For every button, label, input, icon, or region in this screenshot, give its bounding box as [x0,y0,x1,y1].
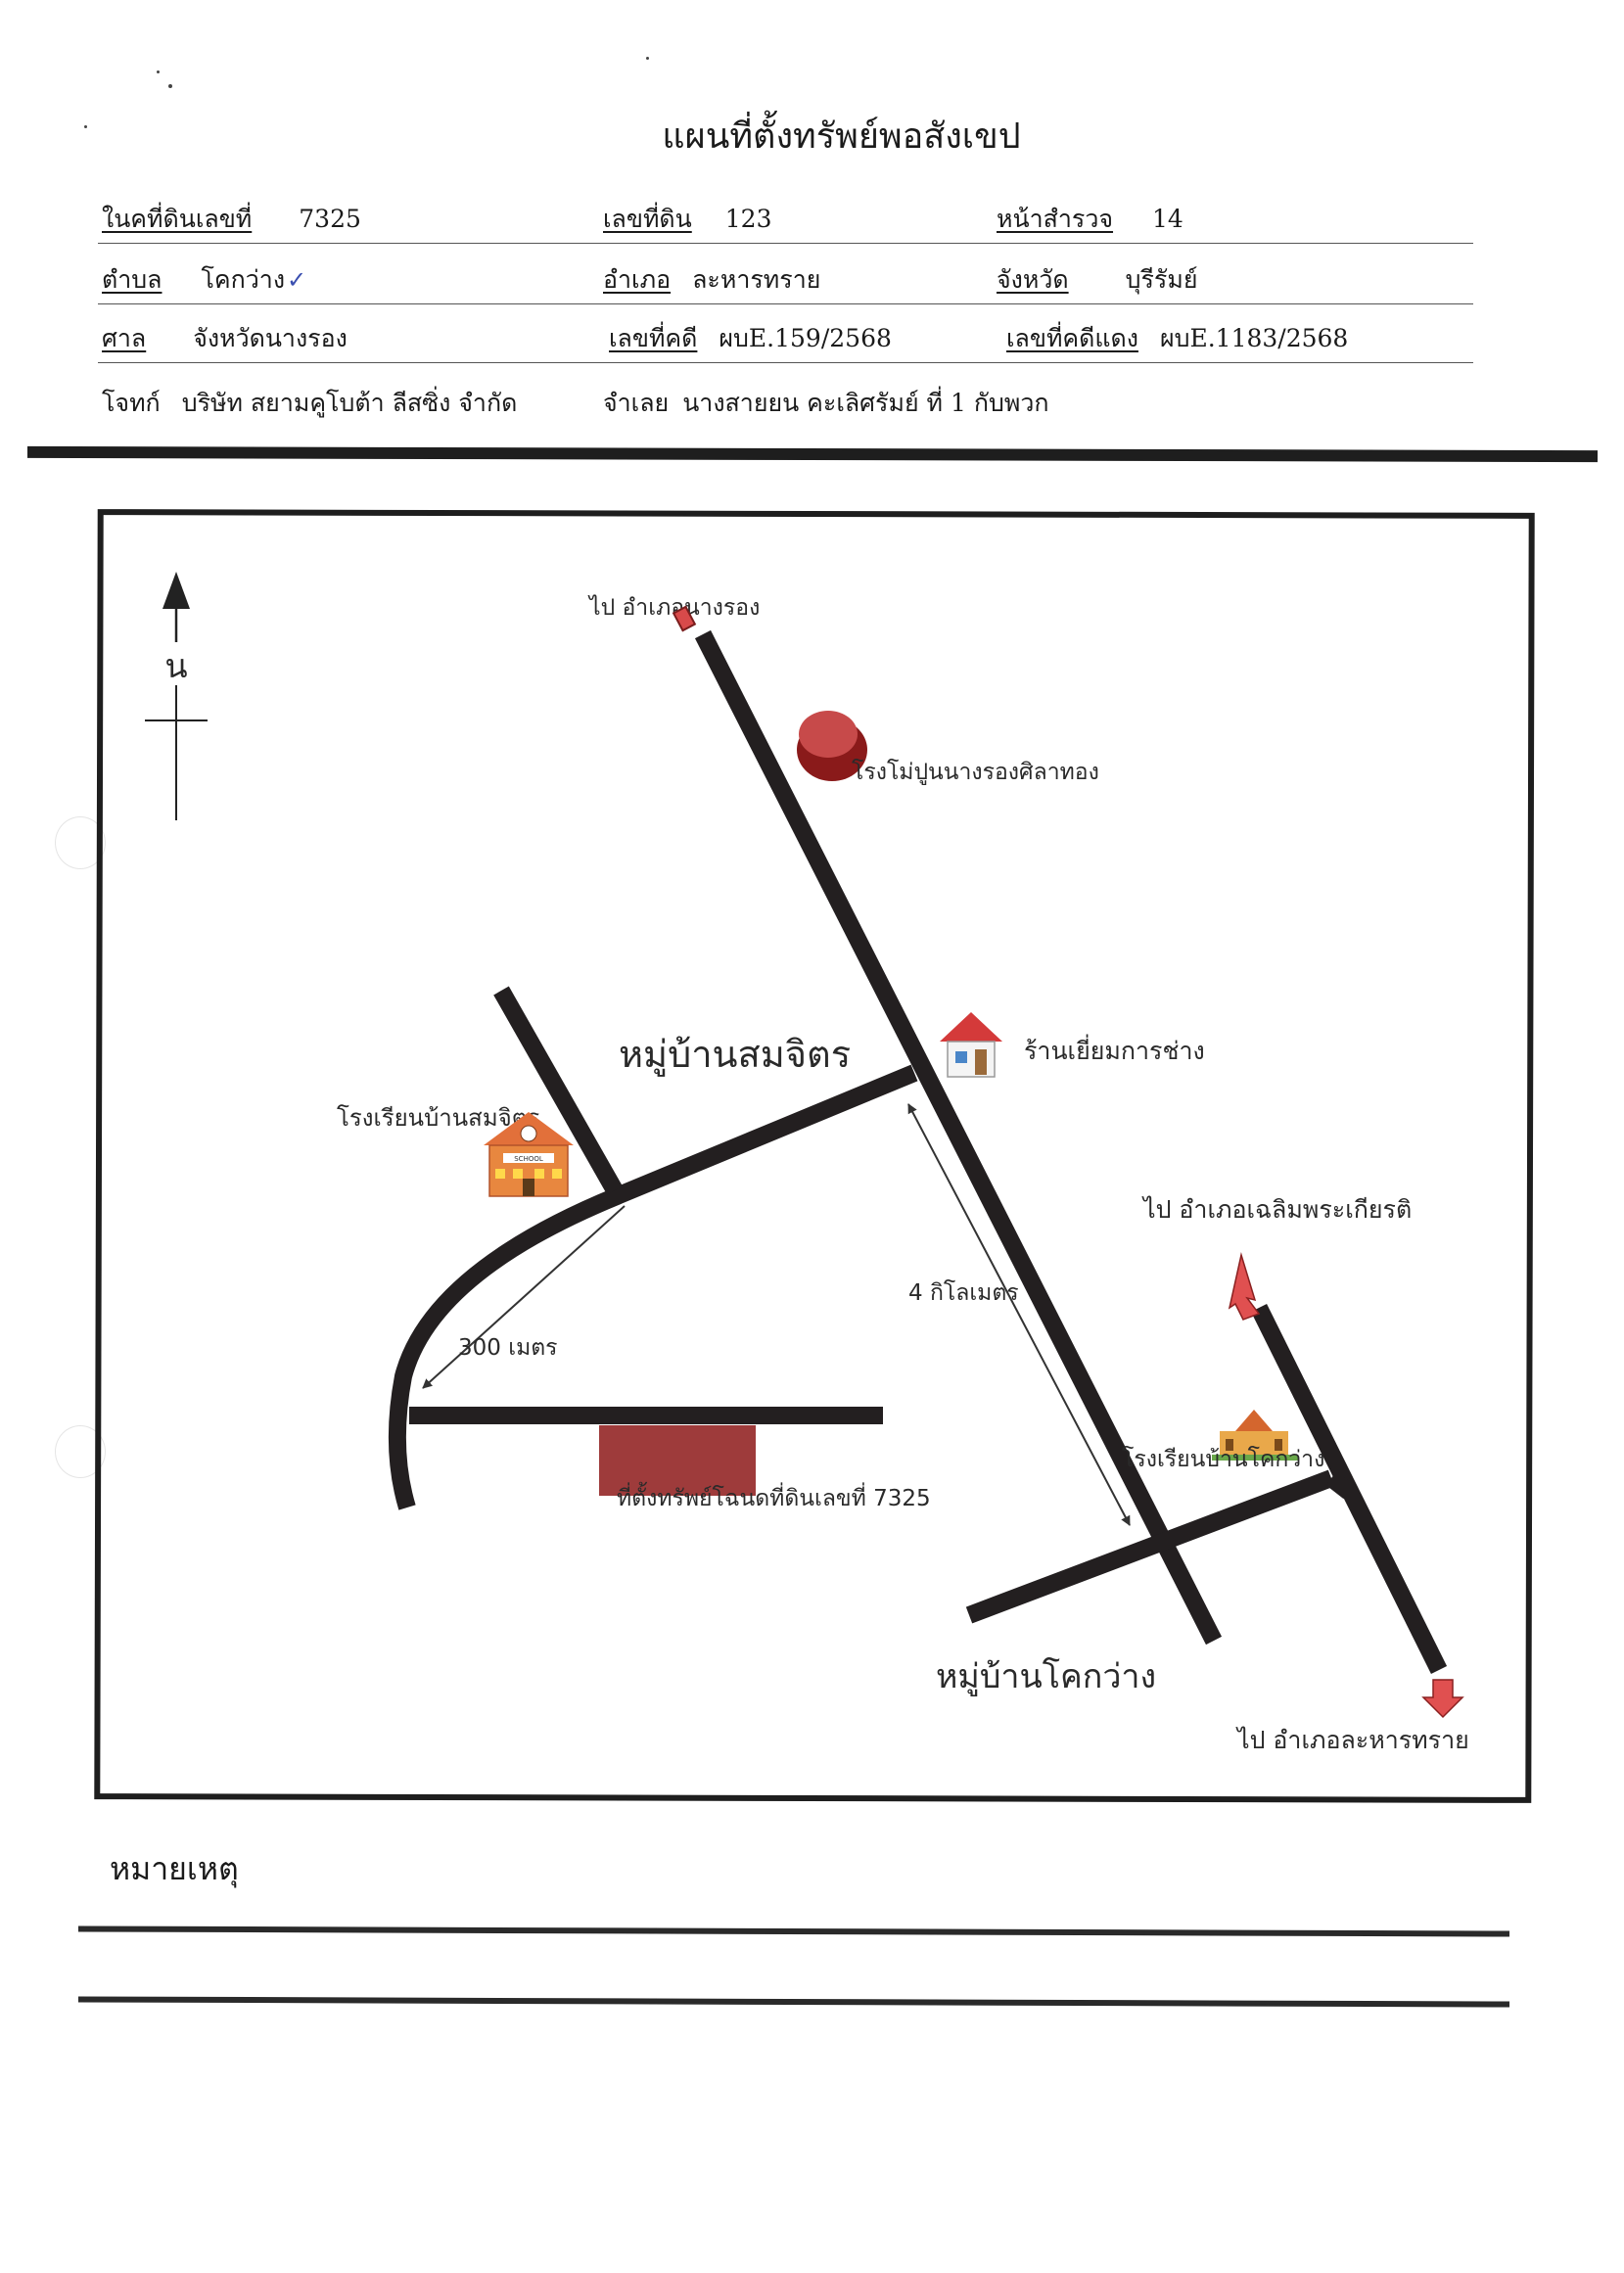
district-label: อำเภอ [603,265,672,294]
defendant-value: นางสายยน คะเลิศรัมย์ ที่ 1 กับพวก [682,389,1049,417]
distance-4km-arrow [907,1103,1131,1526]
property-marker [599,1425,756,1496]
road-somjit-curve [388,1064,918,1510]
distance-4km-label: 4 กิโลเมตร [908,1279,1019,1306]
shop-label: ร้านเยี่ยมการช่าง [1024,1034,1205,1065]
village-somjit-label: หมู่บ้านสมจิตร [619,1033,851,1077]
scan-speck [646,57,649,60]
defendant-label: จำเลย [603,389,670,417]
north-label: น [164,647,187,686]
school-icon: SCHOOL [484,1112,574,1197]
village-khokwang-label: หมู่บ้านโคกว่าง [936,1657,1156,1696]
remarks-label: หมายเหตุ [110,1850,239,1887]
plaintiff-label: โจทก์ [102,389,161,417]
to-nangrong-marker-icon [672,605,697,632]
punch-hole [55,1425,106,1478]
plaintiff-value: บริษัท สยามคูโบต้า ลีสซิ่ง จำกัด [181,389,518,417]
document-title: แผนที่ตั้งทรัพย์พอสังเขป [662,116,1021,157]
road-khokwang-bend [1325,1470,1355,1500]
survey-label: หน้าสำรวจ [997,205,1114,233]
court-label: ศาล [102,324,147,352]
cement-factory-label: โรงโม่ปูนนางรองศิลาทอง [852,759,1099,785]
to-nangrong-label: ไป อำเภอนางรอง [587,594,760,621]
arrow-up-icon [1228,1252,1261,1321]
field-row-court: ศาล จังหวัดนางรอง เลขที่คดี ผบE.159/2568 เ… [98,315,1473,363]
distance-300m-label: 300 เมตร [458,1335,558,1361]
scan-speck [157,70,160,73]
to-chaloem-label: ไป อำเภอเฉลิมพระเกียรติ [1141,1195,1412,1224]
distance-300m-arrow [422,1205,626,1389]
temple-school-icon [1212,1410,1298,1461]
school-sign: SCHOOL [514,1155,543,1163]
arrow-down-icon [1421,1679,1464,1719]
red-case-value: ผบE.1183/2568 [1159,324,1349,352]
road-khokwang [965,1469,1335,1624]
province-label: จังหวัด [997,265,1069,294]
field-row-location: ตำบล โคกว่าง✓ อำเภอ ละหารทราย จังหวัด บุรีร… [98,256,1473,304]
school-khokwang-label: โรงเรียนบ้านโคกว่าง [1122,1446,1324,1472]
checkmark-icon: ✓ [287,266,307,294]
red-case-label: เลขที่คดีแดง [1006,324,1138,352]
deed-label: ในคที่ดินเลขที่ [102,205,253,233]
scan-speck [168,84,172,88]
district-value: ละหารทราย [692,265,821,294]
house-icon [940,1012,1002,1078]
punch-hole [55,816,106,869]
survey-value: 14 [1152,205,1183,233]
subdistrict-value: โคกว่าง [201,265,286,294]
subdistrict-label: ตำบล [102,265,162,294]
scan-speck [84,125,87,128]
field-row-parties: โจทก์ บริษัท สยามคูโบต้า ลีสซิ่ง จำกัด จำ… [98,380,1473,427]
factory-marker-icon [797,711,867,781]
province-value: บุรีรัมย์ [1125,265,1198,294]
north-arrow-icon [145,572,208,820]
case-no-value: ผบE.159/2568 [719,324,892,352]
court-value: จังหวัดนางรอง [193,324,348,352]
field-row-deed: ในคที่ดินเลขที่ 7325 เลขที่ดิน 123 หน้าสำร… [98,196,1473,244]
property-label: ที่ตั้งทรัพย์โฉนดที่ดินเลขที่ 7325 [617,1482,931,1511]
to-laharnsai-label: ไป อำเภอละหารทราย [1235,1726,1469,1754]
case-no-label: เลขที่คดี [609,324,698,352]
land-no-value: 123 [724,205,772,233]
road-somjit-branch [493,986,623,1195]
deed-value: 7325 [299,205,361,233]
school-somjit-label: โรงเรียนบ้านสมจิตร [337,1104,539,1132]
land-no-label: เลขที่ดิน [603,205,692,233]
